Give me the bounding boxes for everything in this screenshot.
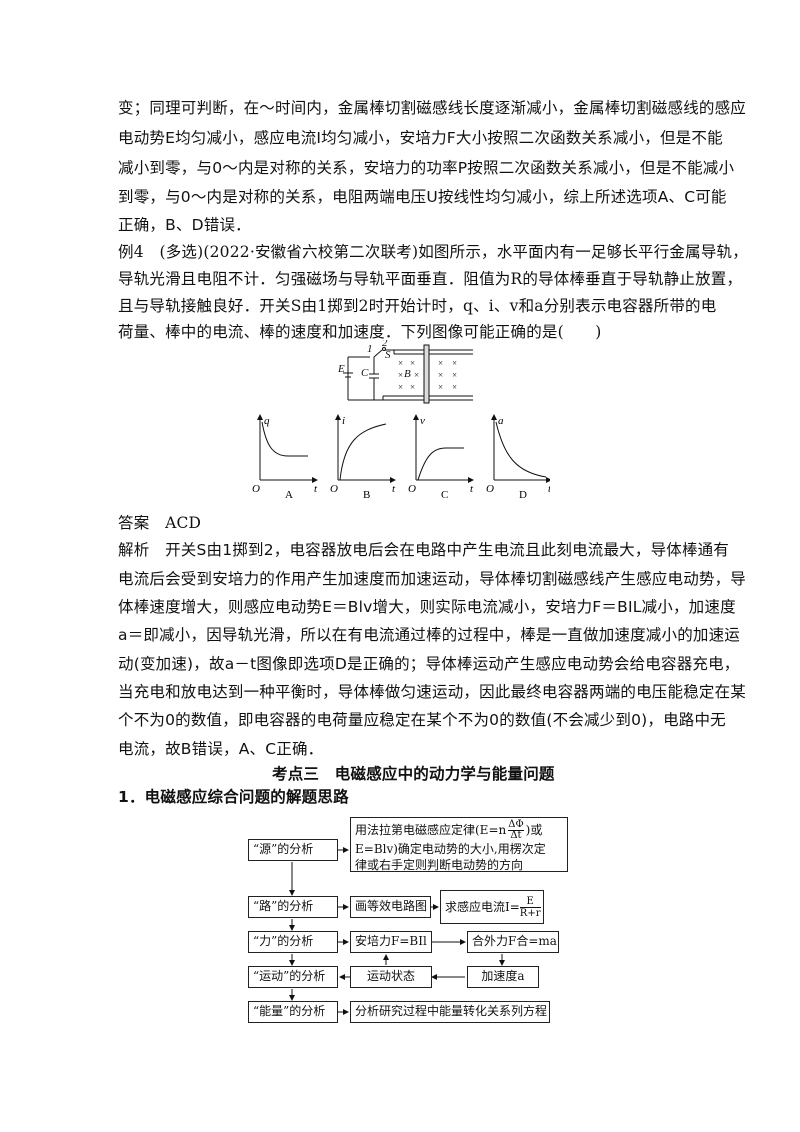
flow-net-force-box: 合外力F合=ma: [467, 931, 559, 953]
svg-text:×: ×: [452, 370, 457, 380]
analysis-line: 体棒速度增大，则感应电动势E＝Blv增大，则实际电流减小，安培力F＝BIL减小，…: [118, 598, 736, 616]
svg-text:×: ×: [398, 370, 403, 380]
svg-text:×: ×: [410, 358, 415, 368]
svg-text:×: ×: [452, 358, 457, 368]
graph-origin-label: O: [330, 483, 338, 495]
battery-label: E: [338, 363, 345, 375]
option-graph-b: i t O B: [330, 414, 396, 501]
flow-arrows: [289, 847, 505, 1015]
flow-emf-line2: E=Blv)确定电动势的大小,用楞次定: [355, 842, 546, 856]
flow-emf-line3: 律或右手定则判断电动势的方向: [355, 858, 524, 872]
field-label: B: [404, 368, 411, 380]
graph-x-label: t: [548, 483, 550, 495]
graph-origin-label: O: [486, 483, 494, 495]
graph-y-label: i: [342, 415, 345, 427]
flow-equivalent-circuit-box: 画等效电路图: [350, 896, 431, 918]
text-line: 到零，与0～内是对称的关系，电阻两端电压U按线性均匀减小，综上所述选项A、C可能: [118, 188, 727, 206]
flow-acceleration-box: 加速度a: [467, 966, 539, 988]
svg-text:×: ×: [398, 382, 403, 392]
solution-flowchart: “源”的分析 “路”的分析 “力”的分析 “运动”的分析 “能量”的分析 用法拉…: [240, 805, 570, 1030]
switch-label: S: [385, 349, 391, 361]
graph-curve-q: [261, 421, 308, 457]
graph-y-label: a: [498, 415, 504, 427]
graph-axes: [259, 416, 316, 481]
svg-text:×: ×: [438, 370, 443, 380]
graph-y-label: q: [264, 415, 270, 427]
svg-text:×: ×: [438, 358, 443, 368]
graph-caption: C: [441, 489, 448, 501]
graph-axes: [415, 416, 472, 481]
graph-caption: A: [285, 489, 293, 501]
svg-text:×: ×: [410, 382, 415, 392]
text-line: 减小到零，与0～内是对称的关系，安培力的功率P按照二次函数关系减小，但是不能减小: [118, 159, 735, 177]
graph-origin-label: O: [408, 483, 416, 495]
svg-text:×: ×: [398, 358, 403, 368]
text-line: 电动势E均匀减小，感应电流I均匀减小，安培力F大小按照二次函数关系减小，但是不能: [118, 129, 723, 147]
analysis-line: 解析 开关S由1掷到2，电容器放电后会在电路中产生电流且此刻电流最大，导体棒通有: [118, 541, 730, 559]
example-line: 荷量、棒中的电流、棒的速度和加速度．下列图像可能正确的是( ): [118, 323, 602, 341]
option-graph-d: a t O D: [486, 414, 550, 501]
flow-energy-box: 分析研究过程中能量转化关系列方程: [350, 1001, 550, 1023]
section-title: 考点三 电磁感应中的动力学与能量问题: [272, 765, 555, 783]
subheading: 1．电磁感应综合问题的解题思路: [118, 788, 349, 806]
flow-force-analysis: “力”的分析: [248, 931, 338, 953]
flow-emf-line1: 用法拉第电磁感应定律(E=n: [355, 823, 507, 837]
graph-x-label: t: [392, 483, 396, 495]
graph-caption: B: [363, 489, 370, 501]
graph-y-label: v: [420, 415, 425, 427]
example-line: 例4 (多选)(2022·安徽省六校第二次联考)如图所示，水平面内有一足够长平行…: [118, 243, 748, 261]
svg-text:×: ×: [452, 382, 457, 392]
graph-curve-v: [417, 447, 464, 481]
switch-terminal-1-label: 1: [367, 343, 373, 355]
graph-axes: [493, 416, 550, 481]
analysis-line: a＝即减小，因导轨光滑，所以在有电流通过棒的过程中，棒是一直做加速度减小的加速运: [118, 626, 741, 644]
flow-source-analysis: “源”的分析: [248, 839, 338, 861]
graph-axes: [337, 416, 394, 481]
option-graph-c: v t O C: [408, 414, 474, 501]
flow-energy-analysis: “能量”的分析: [248, 1001, 338, 1023]
analysis-line: 动(变加速)，故a－t图像即选项D是正确的；导体棒运动产生感应电动势会给电容器充…: [118, 655, 740, 673]
flow-ampere-force-box: 安培力F=BIl: [350, 931, 432, 953]
text-line: 正确，B、D错误．: [118, 216, 251, 234]
option-graph-a: q t O A: [252, 414, 318, 501]
analysis-line: 电流后会受到安培力的作用产生加速度而加速运动，导体棒切割磁感线产生感应电动势，导: [118, 570, 747, 588]
circuit-diagram: × × × × × × × × × × × × 1 2 S E C B: [338, 340, 473, 404]
graph-curve-a: [495, 421, 547, 478]
answer-text: 答案 ACD: [118, 514, 202, 532]
option-graphs: qtOAitOBvtOCatOD: [252, 414, 550, 501]
svg-text:×: ×: [438, 382, 443, 392]
graph-origin-label: O: [252, 483, 260, 495]
graph-x-label: t: [470, 483, 474, 495]
analysis-line: 个不为0的数值，即电容器的电荷量应稳定在某个不为0的数值(不会减少到0)，电路中…: [118, 711, 726, 729]
svg-text:×: ×: [414, 370, 419, 380]
flow-circuit-analysis: “路”的分析: [248, 896, 338, 918]
graph-caption: D: [519, 489, 527, 501]
example-line: 且与导轨接触良好．开关S由1掷到2时开始计时，q、i、v和a分别表示电容器所带的…: [118, 297, 717, 315]
analysis-line: 电流，故B错误，A、C正确．: [118, 740, 324, 758]
switch-terminal-2-label: 2: [382, 340, 388, 349]
flow-motion-state-box: 运动状态: [350, 966, 432, 988]
analysis-line: 当充电和放电达到一种平衡时，导体棒做匀速运动，因此最终电容器两端的电压能稳定在某: [118, 683, 747, 701]
example-line: 导轨光滑且电阻不计．匀强磁场与导轨平面垂直．阻值为R的导体棒垂直于导轨静止放置，: [118, 270, 743, 288]
text-line: 变；同理可判断，在～时间内，金属棒切割磁感线长度逐渐减小，金属棒切割磁感线的感应: [118, 99, 747, 117]
graph-curve-i: [339, 423, 387, 481]
graph-x-label: t: [314, 483, 318, 495]
flow-motion-analysis: “运动”的分析: [248, 966, 338, 988]
capacitor-label: C: [361, 367, 369, 379]
